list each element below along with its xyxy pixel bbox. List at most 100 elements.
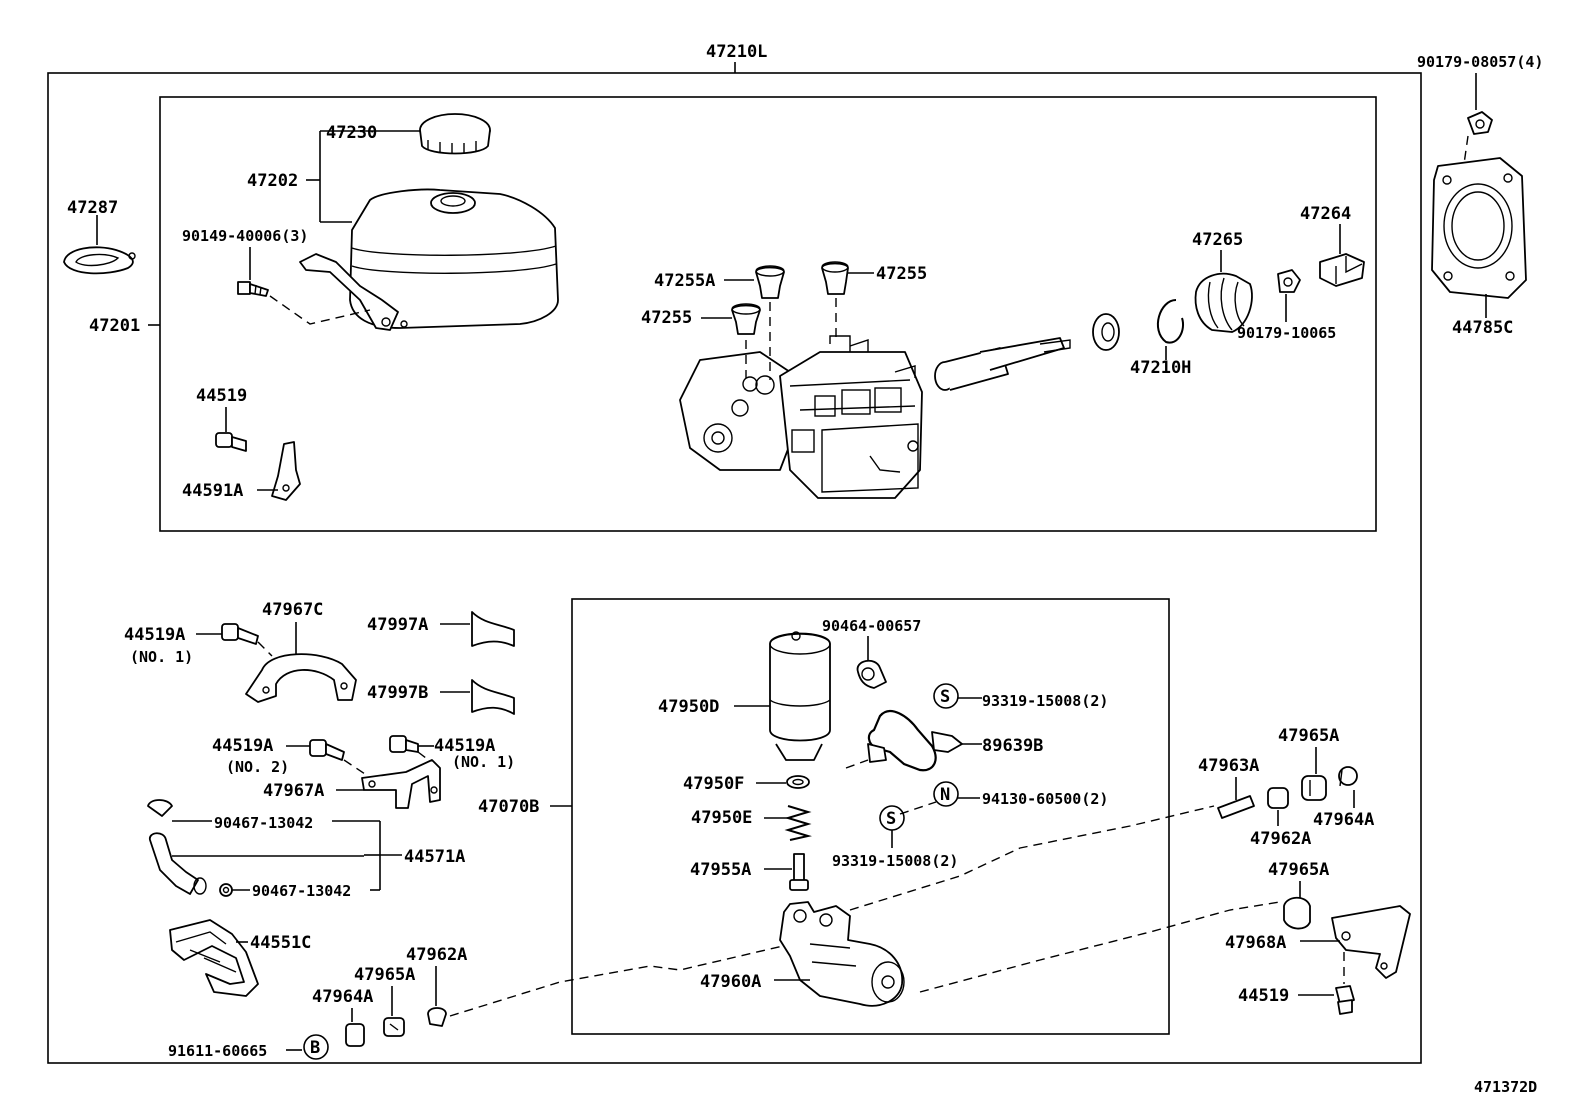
label-47210h: 47210H — [1130, 358, 1191, 378]
label-44519-top: 44519 — [196, 386, 247, 406]
label-44591a: 44591A — [182, 481, 243, 501]
label-44519a-no1-mid: 44519A — [434, 736, 495, 756]
label-47202: 47202 — [247, 171, 298, 191]
label-47201: 47201 — [89, 316, 140, 336]
assembly-label: 47210L — [706, 42, 767, 62]
label-89639b: 89639B — [982, 736, 1043, 756]
bracket-44591a — [271, 441, 301, 501]
label-47964a-left: 47964A — [312, 987, 373, 1007]
plug-47255-left — [731, 303, 761, 335]
label-44519a-no2-note: (NO. 2) — [226, 758, 289, 776]
label-47960a: 47960A — [700, 972, 761, 992]
oring-47950f — [786, 775, 810, 789]
label-90464-00657: 90464-00657 — [822, 617, 921, 635]
label-47997b: 47997B — [367, 683, 428, 703]
cap-47962a-left — [427, 1007, 447, 1027]
label-93319-15008-b: 93319-15008(2) — [832, 852, 958, 870]
symbol-s-circle-a — [933, 683, 959, 709]
gear-ring — [1092, 313, 1120, 351]
symbol-b-circle — [303, 1034, 329, 1060]
label-47965a-left: 47965A — [354, 965, 415, 985]
grommet-47965a-r1 — [1301, 775, 1327, 801]
grommet-47962a-right — [1267, 787, 1289, 809]
bolt-44519a-no1-mid — [389, 735, 419, 753]
label-90179-10065: 90179-10065 — [1237, 324, 1336, 342]
label-47070b: 47070B — [478, 797, 539, 817]
hose-44571a — [149, 832, 364, 895]
label-44785c: 44785C — [1452, 318, 1513, 338]
label-94130-60500: 94130-60500(2) — [982, 790, 1108, 808]
label-47950e: 47950E — [691, 808, 752, 828]
label-47967c: 47967C — [262, 600, 323, 620]
gasket-part — [63, 246, 136, 275]
small-nut-90179 — [1277, 269, 1301, 293]
reservoir-tank — [299, 188, 559, 331]
harness-89639b — [867, 710, 963, 772]
shaft-part — [934, 337, 1071, 391]
reservoir-actuator-frame — [159, 96, 1377, 532]
grommet-47965a-left — [383, 1017, 405, 1037]
reservoir-cap — [419, 113, 491, 155]
bolt-44519-bottom — [1335, 985, 1355, 1015]
screw-part — [237, 281, 269, 297]
label-47964a-right: 47964A — [1313, 810, 1374, 830]
cap-47964a-right — [1338, 766, 1358, 787]
label-44551c: 44551C — [250, 933, 311, 953]
label-47962a-right: 47962A — [1250, 829, 1311, 849]
label-93319-15008-a: 93319-15008(2) — [982, 692, 1108, 710]
label-44519a-no2: 44519A — [212, 736, 273, 756]
label-47965a-r2: 47965A — [1268, 860, 1329, 880]
symbol-n-circle — [933, 781, 959, 807]
label-47950d: 47950D — [658, 697, 719, 717]
symbol-b: B — [310, 1038, 320, 1058]
pin-47963a — [1217, 795, 1255, 819]
label-44571a: 44571A — [404, 847, 465, 867]
bolt-44519a-no2 — [309, 739, 345, 761]
clip-90467-a — [147, 799, 173, 817]
connector-47264 — [1319, 253, 1365, 287]
label-47950f: 47950F — [683, 774, 744, 794]
label-47264: 47264 — [1300, 204, 1351, 224]
tube-44551c — [169, 919, 259, 997]
bracket-47967a — [361, 759, 441, 809]
label-44519a-no1-top: 44519A — [124, 625, 185, 645]
clamp-90464 — [856, 659, 887, 689]
snap-ring-47210h — [1156, 299, 1184, 344]
symbol-s-a: S — [940, 687, 950, 707]
label-91611-60665: 91611-60665 — [168, 1042, 267, 1060]
clip-90467-b — [219, 883, 233, 897]
label-44519a-no1-mid-note: (NO. 1) — [452, 753, 515, 771]
label-90179-08057: 90179-08057(4) — [1417, 53, 1543, 71]
label-44519-bottom: 44519 — [1238, 986, 1289, 1006]
bracket-47968a — [1331, 905, 1411, 979]
cushion-47997a — [471, 611, 515, 647]
label-47967a: 47967A — [263, 781, 324, 801]
label-47230: 47230 — [326, 123, 377, 143]
label-47955a: 47955A — [690, 860, 751, 880]
label-47255-left: 47255 — [641, 308, 692, 328]
symbol-s-b: S — [886, 809, 896, 829]
label-47997a: 47997A — [367, 615, 428, 635]
symbol-n: N — [940, 785, 950, 805]
motor-cover-47950d — [769, 631, 831, 761]
label-47965a-r1: 47965A — [1278, 726, 1339, 746]
plug-47255a — [755, 265, 785, 299]
label-47265: 47265 — [1192, 230, 1243, 250]
boot-47265 — [1194, 272, 1253, 333]
pin-47955a — [789, 853, 809, 891]
brake-actuator — [679, 335, 923, 499]
clamp-47967c — [245, 653, 357, 703]
drawing-number: 471372D — [1474, 1078, 1537, 1096]
bolt-44519-top — [215, 432, 247, 452]
bolt-44519a-top — [221, 623, 259, 645]
label-47963a: 47963A — [1198, 756, 1259, 776]
label-44519a-no1-top-note: (NO. 1) — [130, 648, 193, 666]
nut-90179-08057 — [1467, 111, 1493, 135]
label-90149-40006: 90149-40006(3) — [182, 227, 308, 245]
label-47962a-left: 47962A — [406, 945, 467, 965]
label-90467-13042-b: 90467-13042 — [252, 882, 351, 900]
gasket-44785c — [1431, 157, 1527, 299]
grommet-47965a-r2 — [1283, 896, 1311, 930]
